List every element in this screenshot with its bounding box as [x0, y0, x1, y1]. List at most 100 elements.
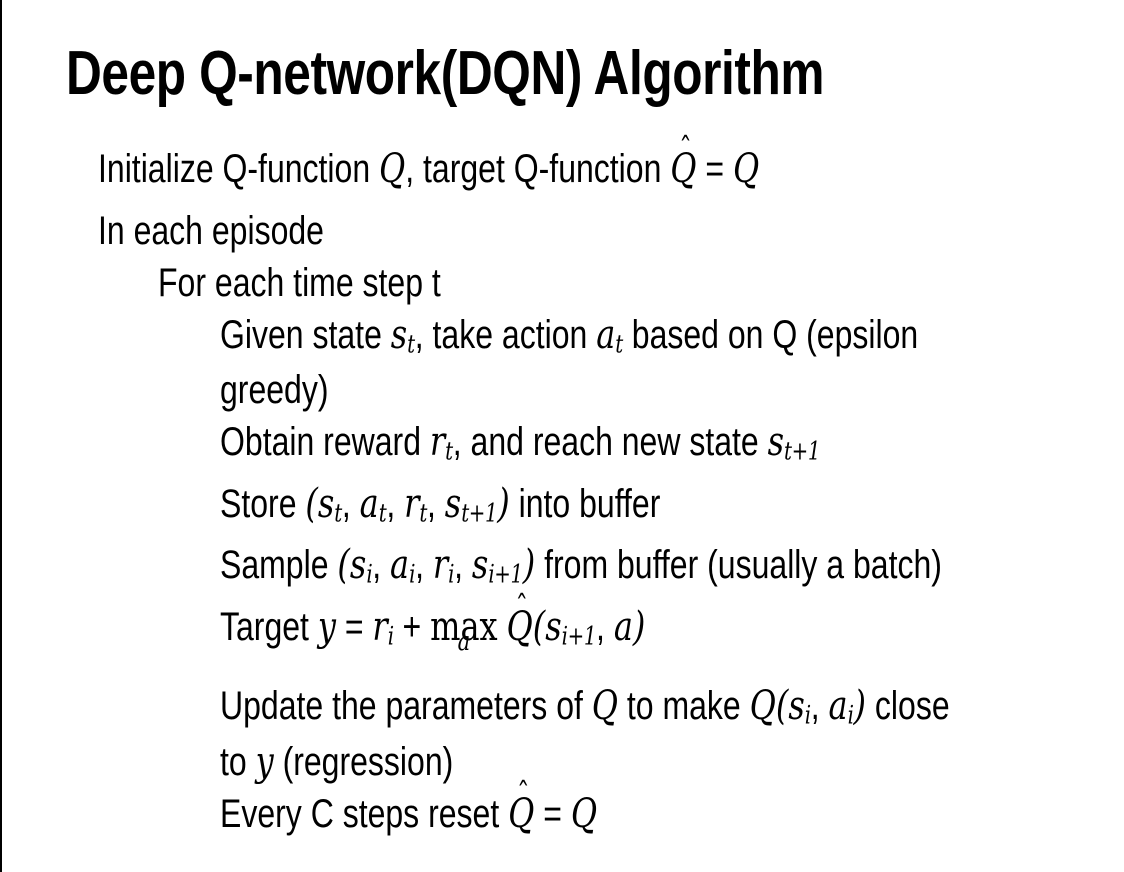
math-var: y: [255, 738, 274, 785]
math-var-sub: st+1: [444, 480, 498, 528]
math-var: a: [613, 603, 633, 650]
hat-accent-icon: ˆ: [516, 774, 530, 813]
text-run: Initialize Q-function: [98, 147, 380, 191]
text-run: (regression): [273, 739, 454, 784]
bullet-text: For each time step t: [158, 260, 441, 306]
math-var: Q: [733, 146, 760, 192]
text-run: based on Q (epsilon: [622, 313, 919, 357]
text-run: =: [696, 147, 733, 191]
text-run: to make: [618, 684, 750, 729]
math-var: ): [522, 542, 536, 589]
bullet-text: Sample (si, ai, ri, si+1) from buffer (u…: [220, 542, 942, 597]
math-var-sub: si: [788, 683, 811, 730]
text-run: Store: [220, 481, 306, 526]
bullet-text: Store (st, at, rt, st+1) into buffer: [220, 481, 660, 536]
subscript: t: [445, 436, 453, 466]
bullet-text: Obtain reward rt, and reach new state st…: [220, 419, 820, 474]
math-var: (: [305, 480, 318, 527]
subscript: t+1: [784, 436, 821, 466]
bullet-item: Obtain reward rt, and reach new state st…: [66, 419, 1124, 474]
math-var-sub: ai: [828, 683, 854, 730]
bullet-item: Update the parameters of Q to make Q(si,…: [66, 683, 1124, 784]
hat-base: Q: [506, 603, 533, 650]
bullet-item: Sample (si, ai, ri, si+1) from buffer (u…: [66, 542, 1124, 597]
text-run: =: [534, 791, 571, 836]
math-var-sub: ai: [390, 542, 416, 589]
subscript: t: [334, 498, 342, 528]
text-run: [498, 605, 507, 649]
subscript: i: [409, 559, 416, 589]
math-var-sub: st: [317, 480, 342, 528]
text-run: Every C steps reset: [220, 791, 509, 836]
math-var-sub: si+1: [471, 542, 523, 589]
text-run: ,: [454, 543, 472, 588]
subscript: i+1: [488, 559, 523, 589]
text-run: Sample: [220, 543, 338, 588]
math-var: y: [317, 603, 336, 650]
text-run: into buffer: [509, 481, 661, 526]
math-var-sub: si+1: [545, 603, 597, 651]
text-run: ,: [372, 543, 391, 588]
math-var: ): [853, 683, 867, 730]
slide-title: Deep Q-network(DQN) Algorithm: [66, 39, 825, 108]
bullet-item: In each episode: [66, 208, 1124, 254]
text-run: from buffer (usually a batch): [535, 543, 942, 588]
subscript: t+1: [461, 498, 498, 528]
math-var: Q: [749, 683, 776, 730]
math-var: (: [337, 542, 350, 589]
text-run: Given state: [220, 313, 391, 357]
text-run: For each time step t: [158, 261, 441, 305]
bullet-text: Update the parameters of Q to make Q(si,…: [220, 683, 950, 784]
text-run: greedy): [220, 368, 329, 413]
math-var-sub: st: [390, 312, 415, 359]
text-run: In each episode: [98, 209, 324, 253]
text-run: Obtain reward: [220, 420, 430, 465]
math-var-sub: ri: [372, 603, 394, 651]
text-run: ,: [596, 604, 614, 649]
operator-name: max: [430, 603, 498, 650]
bullet-text: Initialize Q-function Q, target Q-functi…: [98, 133, 760, 192]
math-var: ): [497, 480, 510, 527]
bullet-item: For each time step t: [66, 260, 1124, 306]
text-run: ,: [341, 481, 360, 526]
text-run: ,: [386, 481, 405, 526]
math-var: ): [632, 603, 646, 650]
math-var: Q: [379, 146, 406, 192]
text-run: to: [220, 739, 256, 784]
text-run: ,: [810, 684, 829, 729]
math-var-sub: si: [349, 542, 373, 589]
subscript: t: [378, 498, 387, 528]
subscript: i: [448, 559, 455, 589]
math-var-sub: at: [596, 312, 623, 359]
subscript: t: [615, 329, 623, 359]
bullet-text: Given state st, take action at based on …: [220, 312, 918, 413]
bullet-list: Initialize Q-function Q, target Q-functi…: [66, 133, 1124, 837]
math-var-sub: rt: [404, 480, 428, 528]
subscript: i: [804, 700, 811, 730]
subscript: t: [419, 498, 428, 528]
text-run: , take action: [414, 313, 597, 357]
text-run: ,: [427, 481, 445, 526]
text-run: +: [393, 604, 431, 649]
math-var: (: [532, 603, 546, 650]
bullet-item: Initialize Q-function Q, target Q-functi…: [66, 133, 1124, 192]
text-run: , target Q-function: [405, 147, 671, 191]
operator-underscript: a: [457, 625, 471, 657]
bullet-item: Store (st, at, rt, st+1) into buffer: [66, 481, 1124, 536]
text-run: ,: [415, 543, 433, 588]
hat-accent-icon: ˆ: [679, 130, 692, 169]
subscript: i: [366, 559, 373, 589]
subscript: i+1: [561, 621, 597, 651]
text-run: Update the parameters of: [220, 684, 592, 729]
text-run: =: [335, 604, 373, 649]
math-var: Q: [591, 683, 619, 730]
